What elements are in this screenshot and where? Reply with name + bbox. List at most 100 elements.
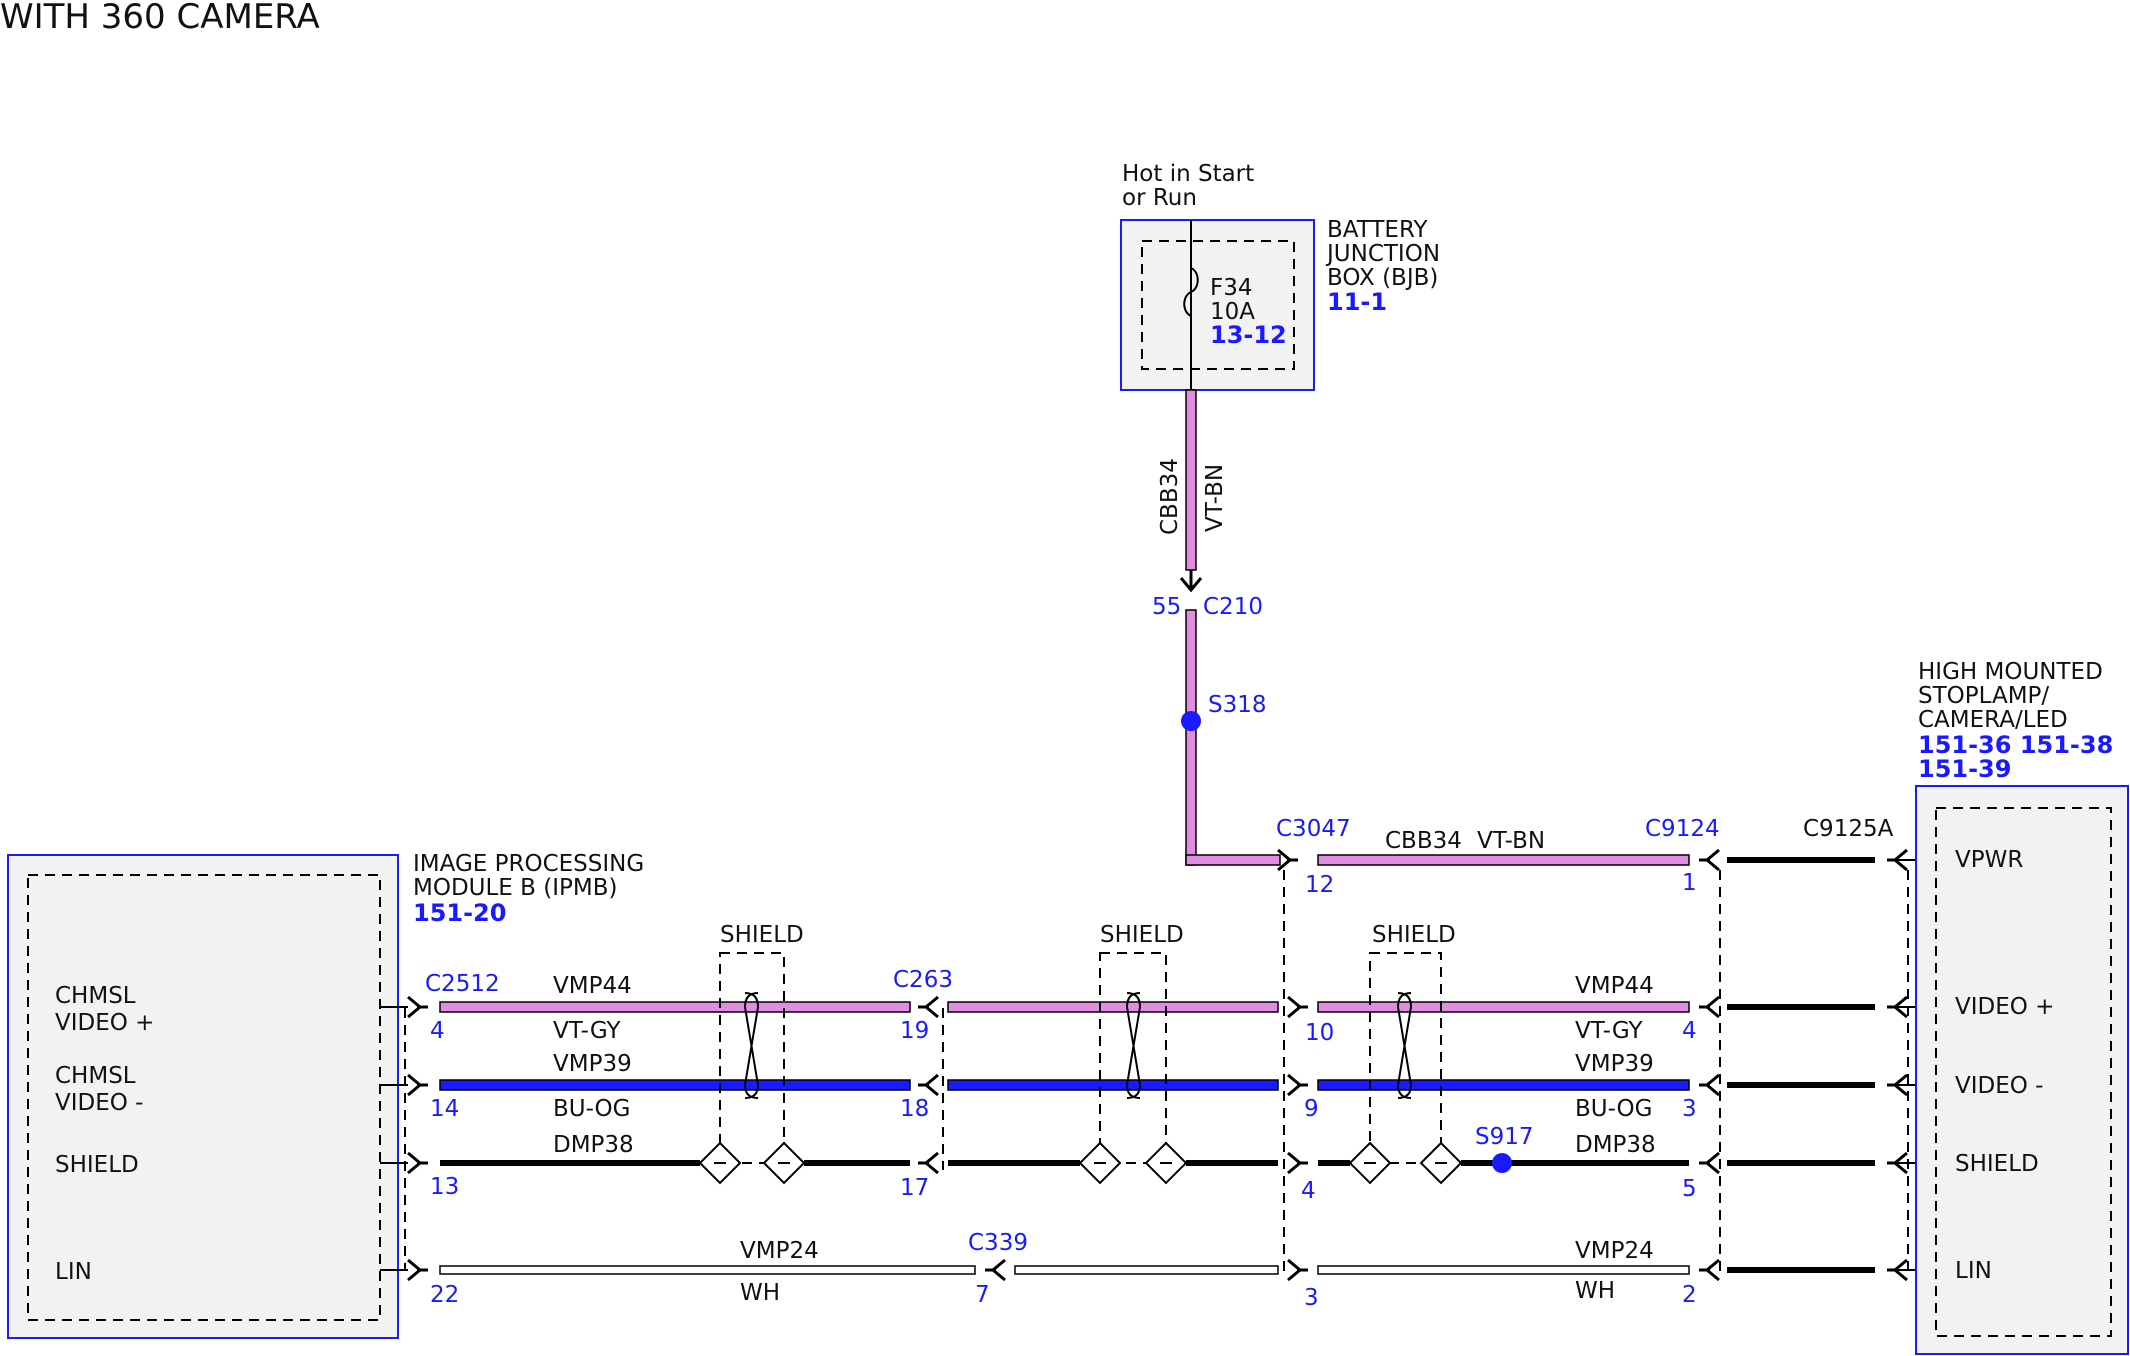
c9124-pin: 1 <box>1682 870 1697 896</box>
wire-row-video-minus: VMP39 BU-OG VMP39 BU-OG 18 9 3 <box>380 1051 1935 1122</box>
shield-drain-icon <box>1420 1142 1462 1184</box>
chmsl-ref-2: 151-39 <box>1918 755 2011 783</box>
ipmb-pin-label: CHMSL <box>55 1063 136 1089</box>
chmsl-outline <box>1915 785 2129 1355</box>
c9124-connector-icon <box>1697 848 1721 872</box>
bjb-outline <box>1120 219 1315 391</box>
wire-row-video-plus: VMP44 VT-GY VMP44 VT-GY C263 19 10 4 <box>380 967 1935 1046</box>
ipmb-pin-label: VIDEO + <box>55 1010 154 1036</box>
ipmb-name-2: MODULE B (IPMB) <box>413 875 617 901</box>
c263-connector-icon <box>916 1073 940 1097</box>
video-plus-color: VT-GY <box>553 1018 621 1044</box>
ipmb-pin-number: 22 <box>430 1282 459 1308</box>
wire-segment <box>439 1079 911 1091</box>
shield-label: SHIELD <box>1372 922 1456 948</box>
lin-circuit: VMP24 <box>1575 1238 1654 1264</box>
c2512-name: C2512 <box>425 971 500 997</box>
lin-color: WH <box>1575 1278 1615 1304</box>
connector-group-lines <box>404 870 1909 1275</box>
twist-icon <box>743 992 760 1099</box>
video-plus-circuit: VMP44 <box>553 973 632 999</box>
wire-segment <box>947 1079 1279 1091</box>
chmsl-pin-label: VPWR <box>1955 847 2023 873</box>
vpwr-circuit: CBB34 <box>1385 828 1462 854</box>
c2512-connector-icon <box>406 1073 430 1097</box>
shield-label: SHIELD <box>720 922 804 948</box>
c3047-pin: 4 <box>1301 1178 1316 1204</box>
shield-label: SHIELD <box>1100 922 1184 948</box>
c9124-pin: 2 <box>1682 1282 1697 1308</box>
ipmb-name-1: IMAGE PROCESSING <box>413 851 644 877</box>
twisted-pair-shield: SHIELD <box>719 922 804 1164</box>
chmsl-inner-outline <box>1935 807 2112 1337</box>
wire-row-lin: VMP24 WH VMP24 WH C339 7 3 2 <box>380 1230 1935 1311</box>
c3047-connector-icon <box>1286 995 1310 1019</box>
shield-outline <box>1369 952 1442 1164</box>
shield-outline <box>719 952 785 1164</box>
wire-elbow-fill <box>1187 856 1195 864</box>
ipmb-ref: 151-20 <box>413 899 506 927</box>
c9125a-name: C9125A <box>1803 816 1894 842</box>
chmsl-name-1: HIGH MOUNTED <box>1918 659 2103 685</box>
c3047-pin: 10 <box>1305 1020 1334 1046</box>
c9124-name: C9124 <box>1645 816 1720 842</box>
wire-segment <box>1185 389 1197 571</box>
ipmb-outline <box>7 854 399 1339</box>
c9124-connector-icon <box>1697 1151 1721 1175</box>
s917-name: S917 <box>1475 1124 1534 1150</box>
wire-segment <box>1185 854 1281 866</box>
wire-segment <box>947 1001 1279 1013</box>
bjb-ref: 11-1 <box>1327 288 1387 316</box>
chmsl-pin-label: SHIELD <box>1955 1151 2039 1177</box>
ipmb-pin-label: VIDEO - <box>55 1090 143 1116</box>
c3047-pin: 3 <box>1304 1285 1319 1311</box>
wire-row-vpwr: C3047 C9124 C9125A CBB34 VT-BN 12 1 <box>1276 816 1935 898</box>
wire-segment <box>1317 1265 1690 1275</box>
shield-drain-icon <box>1079 1142 1121 1184</box>
c2512-connector-icon <box>406 1151 430 1175</box>
c263-pin: 17 <box>900 1175 929 1201</box>
wire-segment <box>1317 1079 1690 1091</box>
chmsl-pin-label: VIDEO - <box>1955 1073 2043 1099</box>
c3047-connector-icon <box>1286 1073 1310 1097</box>
video-minus-color: BU-OG <box>553 1096 630 1122</box>
s318-splice-icon <box>1181 711 1201 731</box>
shield-drain-icon <box>699 1142 741 1184</box>
ipmb-pin-label: LIN <box>55 1259 92 1285</box>
c3047-pin: 12 <box>1305 872 1334 898</box>
c263-pin: 18 <box>900 1096 929 1122</box>
video-plus-color: VT-GY <box>1575 1018 1643 1044</box>
ipmb-inner-outline <box>27 874 381 1321</box>
c210-pin: 55 <box>1152 594 1181 620</box>
vertical-wire-color: VT-BN <box>1202 464 1228 532</box>
c9124-connector-icon <box>1697 1258 1721 1282</box>
wire-segment <box>439 1265 976 1275</box>
c3047-connector-icon <box>1286 1151 1310 1175</box>
c3047-pin: 9 <box>1304 1096 1319 1122</box>
lin-color: WH <box>740 1280 780 1306</box>
video-minus-circuit: VMP39 <box>553 1051 632 1077</box>
fuse-ref: 13-12 <box>1210 321 1287 349</box>
c339-name: C339 <box>968 1230 1028 1256</box>
twisted-pair-shield: SHIELD <box>1369 922 1456 1164</box>
c210-name: C210 <box>1203 594 1263 620</box>
chmsl-name-2: STOPLAMP/ <box>1918 683 2049 709</box>
ipmb-pin-label: CHMSL <box>55 983 136 1009</box>
twisted-pair-shield: SHIELD <box>1099 922 1184 1164</box>
bjb-power-label-1: Hot in Start <box>1122 161 1254 187</box>
c2512-connector-icon <box>406 1258 430 1282</box>
fuse-name: F34 <box>1210 275 1253 301</box>
chmsl-name-3: CAMERA/LED <box>1918 707 2068 733</box>
bjb-name-2: JUNCTION <box>1325 241 1440 267</box>
chmsl-pin-label: LIN <box>1955 1258 1992 1284</box>
wire-segment <box>439 1001 911 1013</box>
c339-connector-icon <box>983 1258 1007 1282</box>
c263-connector-icon <box>916 995 940 1019</box>
vertical-wire-cbb34: CBB34 VT-BN 55 C210 S318 <box>1152 389 1281 866</box>
fuse-icon <box>1183 267 1199 317</box>
lin-circuit: VMP24 <box>740 1238 819 1264</box>
twist-icon <box>1125 992 1142 1099</box>
ipmb-pin-number: 14 <box>430 1096 459 1122</box>
ipmb-pin-number: 4 <box>430 1018 445 1044</box>
